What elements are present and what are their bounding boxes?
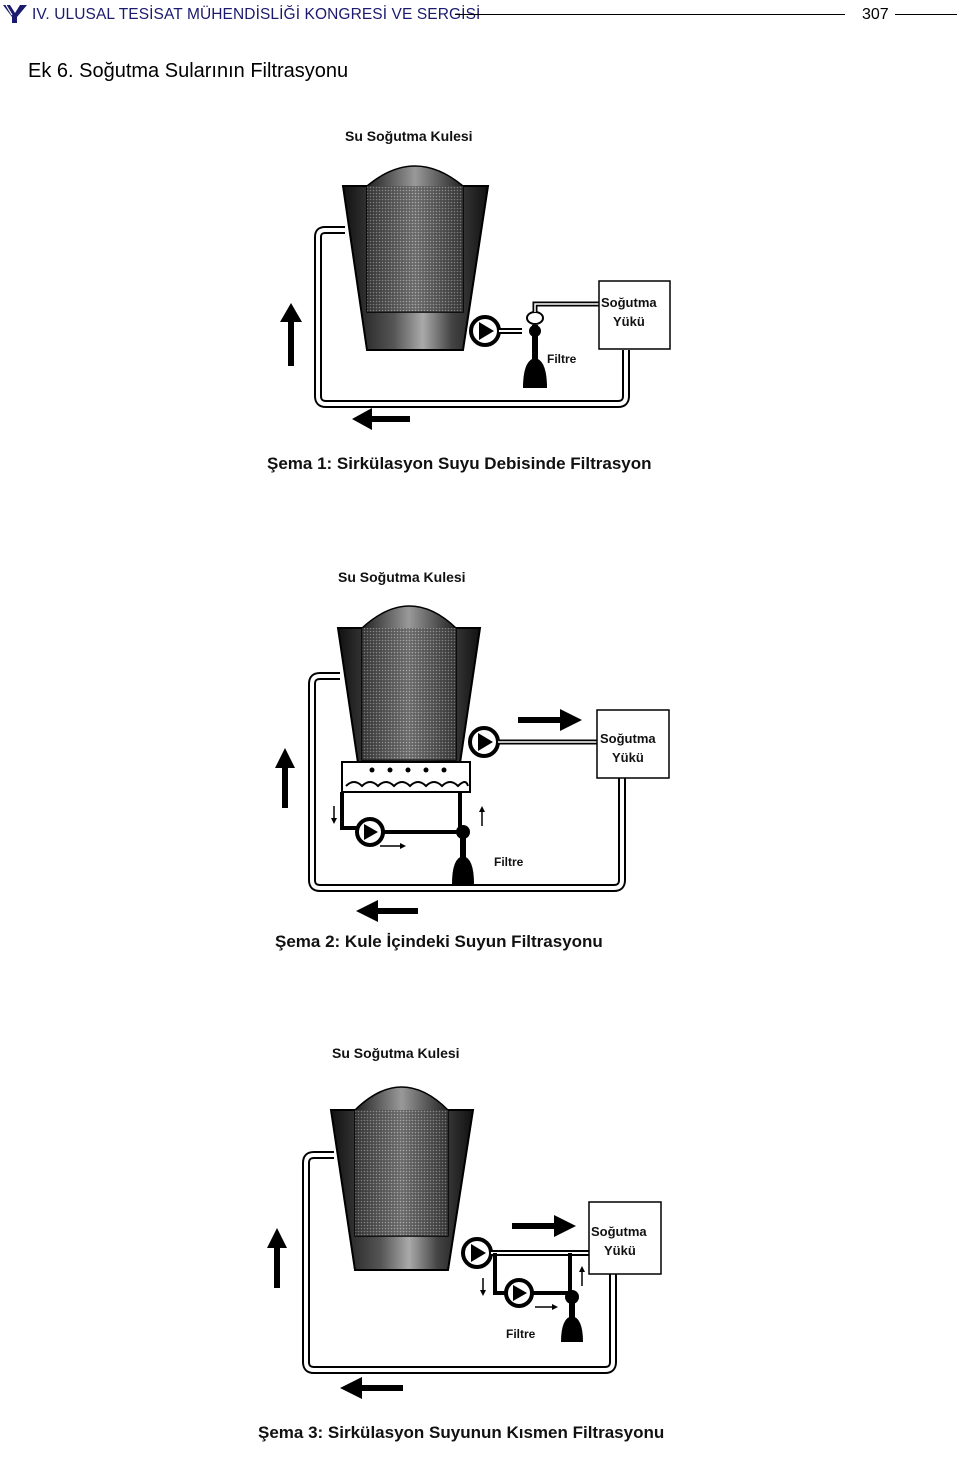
pump-icon [468, 726, 500, 758]
filter-label: Filtre [494, 855, 524, 869]
cooling-tower [329, 1086, 475, 1271]
conference-title: IV. ULUSAL TESİSAT MÜHENDİSLİĞİ KONGRESİ… [32, 6, 481, 23]
flow-arrow-left-icon [356, 900, 418, 922]
flow-arrow-up-icon [275, 748, 295, 808]
filter-icon [523, 311, 547, 388]
side-pump-icon [504, 1278, 534, 1308]
flow-arrow-up-icon [267, 1228, 287, 1288]
tower-label: Su Soğutma Kulesi [332, 1045, 460, 1061]
schema-1: Su Soğutma Kulesi Filtre Soğut [267, 128, 671, 473]
filter-label: Filtre [506, 1327, 536, 1341]
schema-3: Su Soğutma Kulesi Filtre [258, 1045, 664, 1442]
schema-caption: Şema 3: Sirkülasyon Suyunun Kısmen Filtr… [258, 1423, 664, 1442]
flow-arrow-right-icon [512, 1215, 576, 1237]
cooling-load-box: Soğutma Yükü [596, 709, 670, 779]
header-rule-right [895, 14, 957, 15]
load-label-line1: Soğutma [600, 731, 656, 746]
cooling-tower [341, 165, 490, 351]
tower-label: Su Soğutma Kulesi [345, 128, 473, 144]
filter-icon [561, 1290, 583, 1342]
load-label-line2: Yükü [613, 314, 645, 329]
schema-caption: Şema 1: Sirkülasyon Suyu Debisinde Filtr… [267, 454, 652, 473]
cooling-load-box: Soğutma Yükü [588, 1201, 662, 1275]
header-rule [455, 14, 845, 15]
schema-2: Su Soğutma Kulesi [275, 569, 670, 951]
flow-arrow-left-icon [352, 408, 410, 430]
cooling-load-box: Soğutma Yükü [598, 280, 671, 350]
load-label-line2: Yükü [604, 1243, 636, 1258]
flow-arrow-right-icon [518, 709, 582, 731]
filter-label: Filtre [547, 352, 577, 366]
page-number: 307 [862, 6, 889, 23]
pump-icon [469, 315, 501, 347]
pump-icon [461, 1237, 493, 1269]
flow-arrow-up-icon [280, 303, 302, 366]
side-pump-icon [355, 817, 385, 847]
schema-caption: Şema 2: Kule İçindeki Suyun Filtrasyonu [275, 932, 603, 951]
load-label-line1: Soğutma [601, 295, 657, 310]
filter-icon [452, 825, 474, 884]
cooling-tower [336, 605, 482, 793]
page-header: IV. ULUSAL TESİSAT MÜHENDİSLİĞİ KONGRESİ… [0, 0, 960, 34]
load-label-line2: Yükü [612, 750, 644, 765]
conference-logo-icon [3, 4, 27, 23]
tower-label: Su Soğutma Kulesi [338, 569, 466, 585]
load-label-line1: Soğutma [591, 1224, 647, 1239]
section-title: Ek 6. Soğutma Sularının Filtrasyonu [28, 60, 349, 82]
flow-arrow-left-icon [340, 1377, 403, 1399]
